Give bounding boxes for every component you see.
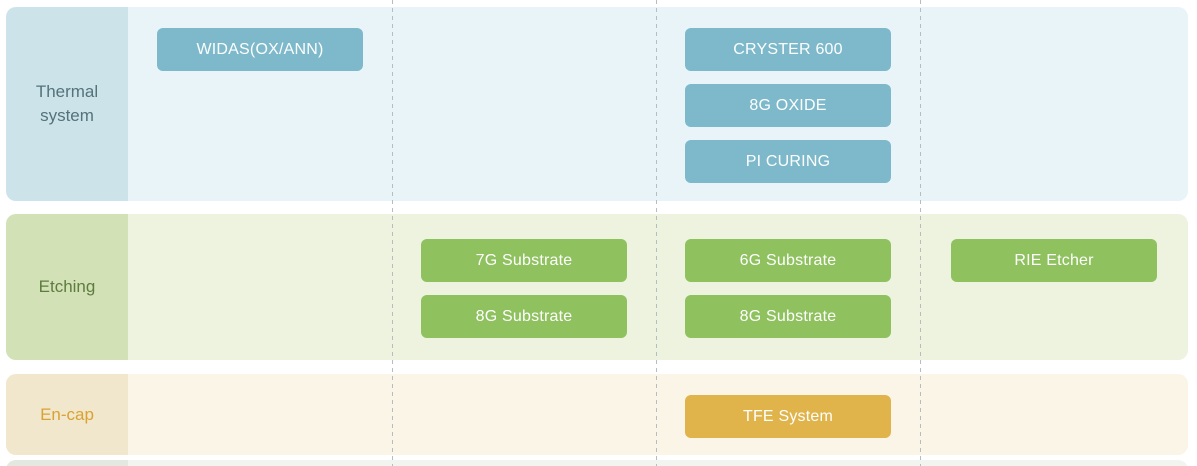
row-label-thermal-system: Thermal system	[6, 7, 128, 201]
row-etching: Etching 7G Substrate 8G Substrate 6G Sub…	[6, 214, 1188, 360]
thermal-column-1: WIDAS(OX/ANN)	[128, 7, 392, 201]
chip-rie-etcher[interactable]: RIE Etcher	[951, 239, 1157, 282]
column-divider-3	[920, 0, 921, 466]
chip-6g-substrate[interactable]: 6G Substrate	[685, 239, 891, 282]
chip-8g-oxide[interactable]: 8G OXIDE	[685, 84, 891, 127]
chip-8g-substrate-b[interactable]: 8G Substrate	[685, 295, 891, 338]
chip-cryster-600[interactable]: CRYSTER 600	[685, 28, 891, 71]
etching-column-2: 7G Substrate 8G Substrate	[392, 214, 656, 360]
encap-column-3: TFE System	[656, 374, 920, 455]
chip-pi-curing[interactable]: PI CURING	[685, 140, 891, 183]
chip-7g-substrate[interactable]: 7G Substrate	[421, 239, 627, 282]
row-thermal-system: Thermal system WIDAS(OX/ANN) CRYSTER 600…	[6, 7, 1188, 201]
column-divider-2	[656, 0, 657, 466]
row-label-en-cap: En-cap	[6, 374, 128, 455]
chip-tfe-system[interactable]: TFE System	[685, 395, 891, 438]
chip-widas-ox-ann[interactable]: WIDAS(OX/ANN)	[157, 28, 363, 71]
etching-column-3: 6G Substrate 8G Substrate	[656, 214, 920, 360]
row-label-etching: Etching	[6, 214, 128, 360]
row-partial-next	[6, 460, 1188, 466]
etching-column-4: RIE Etcher	[920, 214, 1188, 360]
thermal-column-3: CRYSTER 600 8G OXIDE PI CURING	[656, 7, 920, 201]
chip-8g-substrate-a[interactable]: 8G Substrate	[421, 295, 627, 338]
row-en-cap: En-cap TFE System	[6, 374, 1188, 455]
row-label-partial	[6, 460, 128, 466]
column-divider-1	[392, 0, 393, 466]
